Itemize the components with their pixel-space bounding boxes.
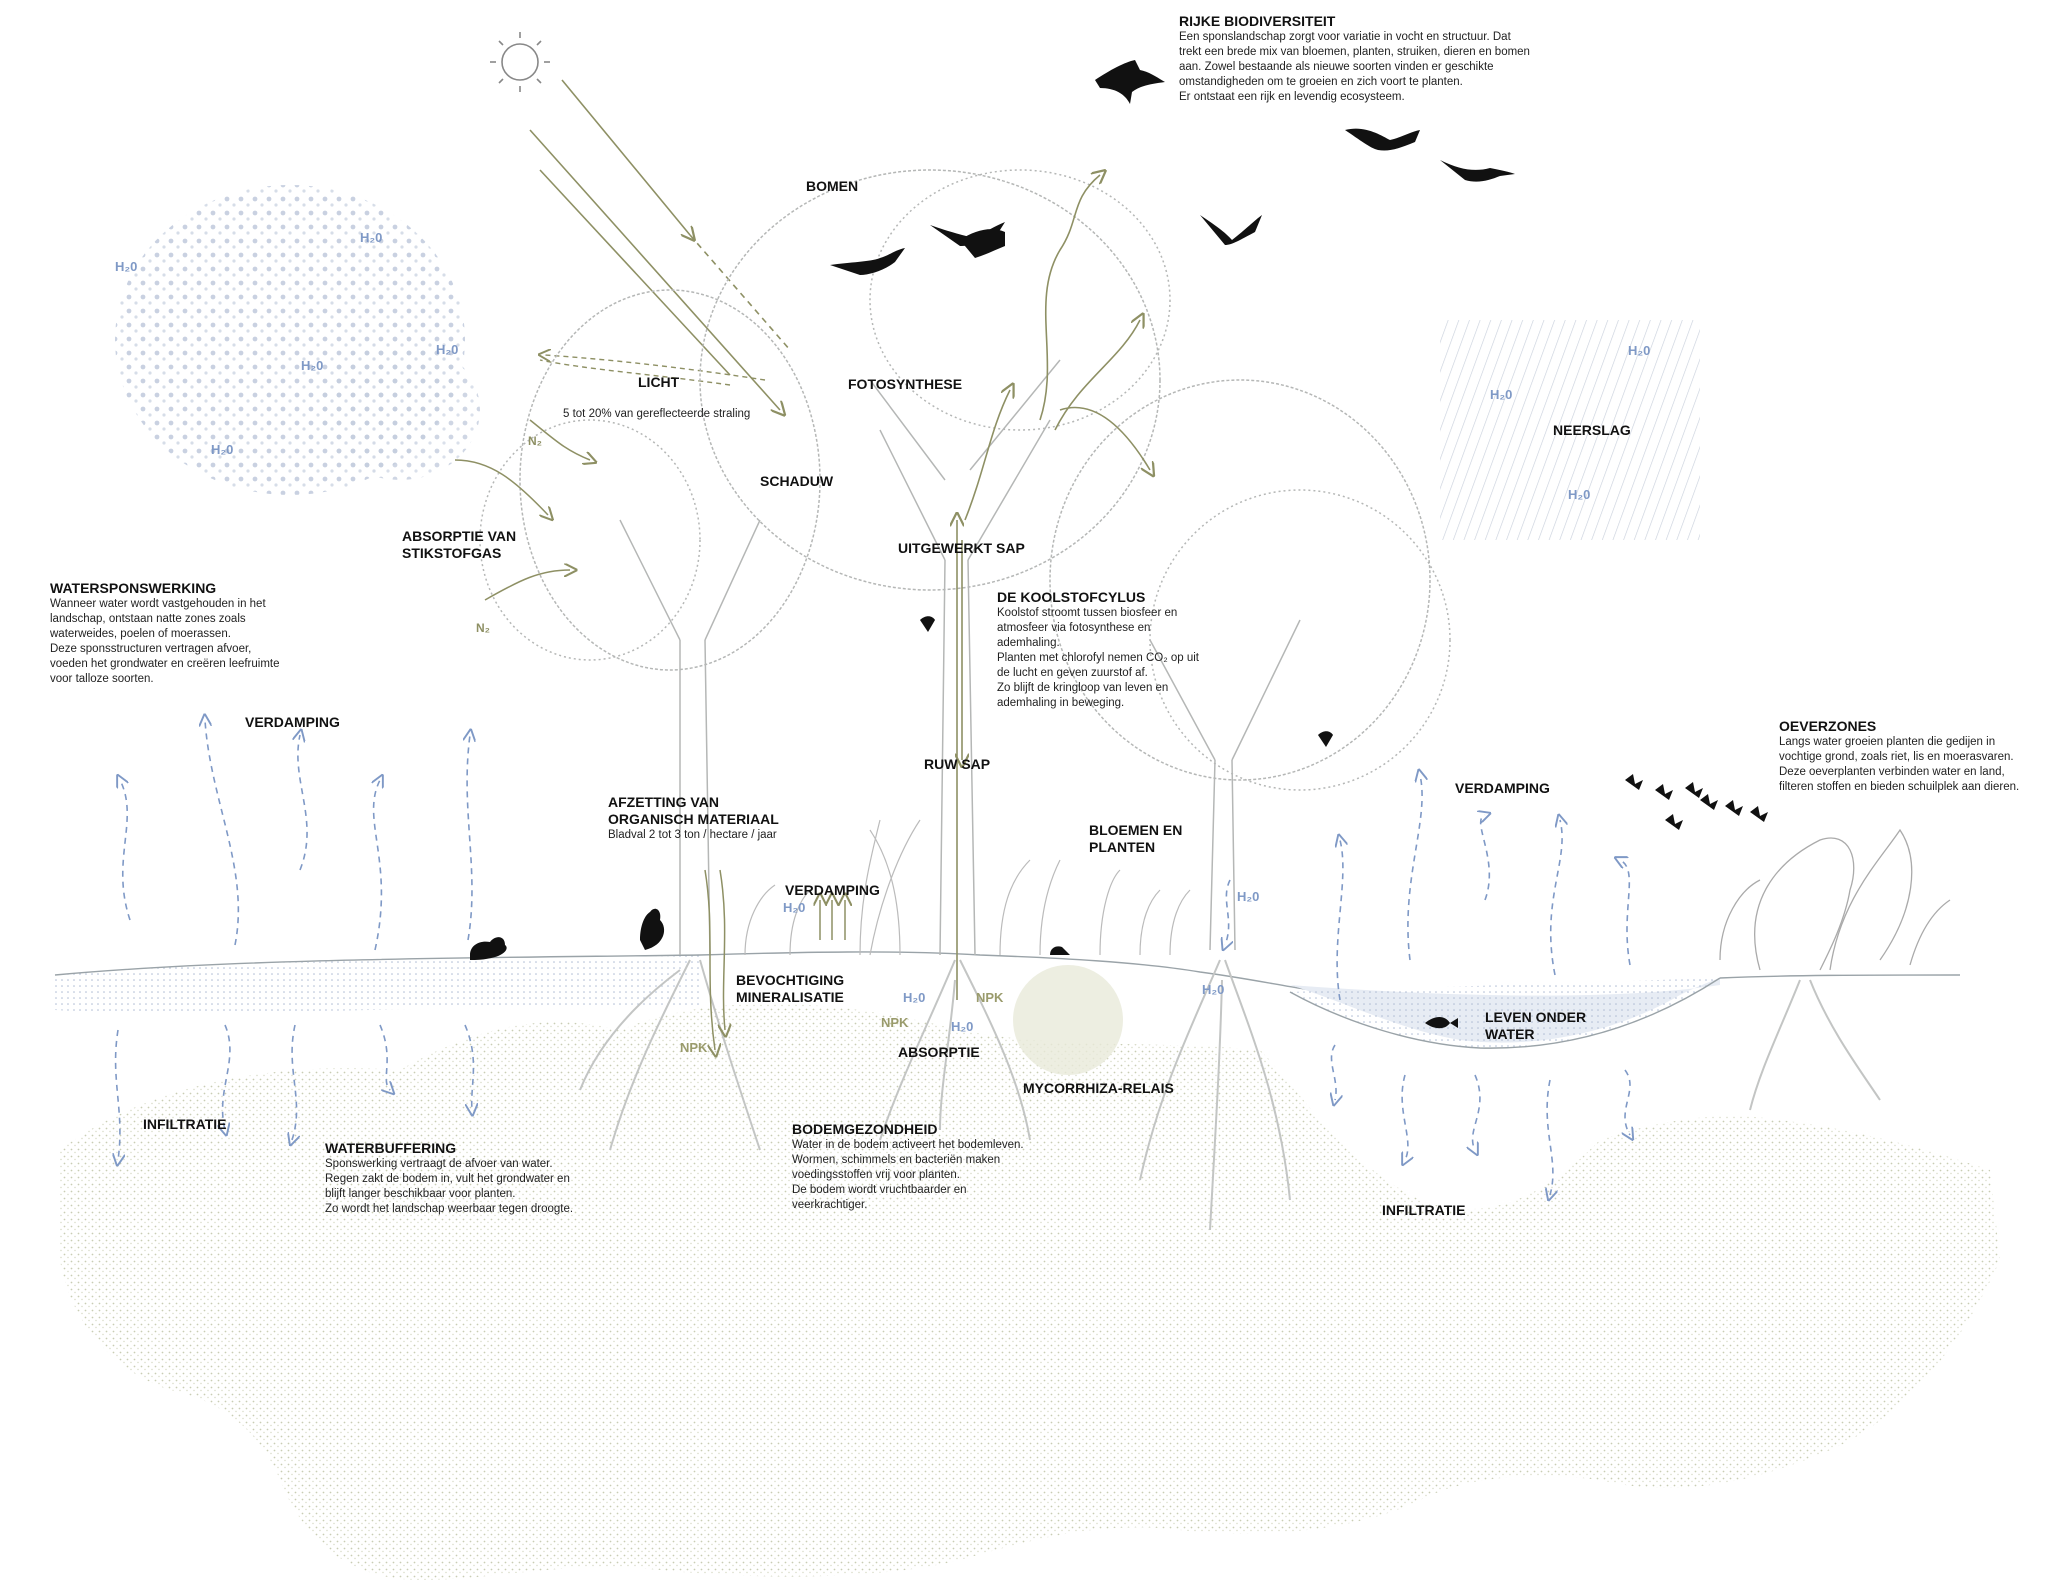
h2o-marker: H₂0: [1568, 487, 1591, 502]
block-koolstofcyclus-text: Koolstof stroomt tussen biosfeer en atmo…: [997, 607, 1199, 709]
h2o-marker: H₂0: [436, 342, 459, 357]
block-bodemgezondheid-title: BODEMGEZONDHEID: [792, 1121, 938, 1137]
npk-marker: NPK: [680, 1040, 708, 1055]
label-ruw-sap: RUW SAP: [924, 756, 991, 772]
block-afzetting: AFZETTING VAN ORGANISCH MATERIAAL Bladva…: [608, 794, 868, 843]
label-reflect: 5 tot 20% van gereflecteerde straling: [563, 408, 751, 420]
block-biodiversiteit-title: RIJKE BIODIVERSITEIT: [1179, 13, 1336, 29]
h2o-marker: H₂0: [951, 1019, 974, 1034]
h2o-marker: H₂0: [1490, 387, 1513, 402]
label-verdamping-mid: VERDAMPING: [785, 882, 880, 898]
label-schaduw: SCHADUW: [760, 473, 834, 489]
block-oeverzones: OEVERZONES Langs water groeien planten d…: [1779, 718, 2049, 795]
label-licht: LICHT: [638, 374, 680, 390]
block-watersponswerking-text: Wanneer water wordt vastgehouden in het …: [50, 598, 280, 685]
block-koolstofcyclus-title: DE KOOLSTOFCYLUS: [997, 589, 1146, 605]
block-koolstofcyclus: DE KOOLSTOFCYLUS Koolstof stroomt tussen…: [997, 589, 1257, 711]
h2o-marker: H₂0: [1202, 982, 1225, 997]
h2o-marker: H₂0: [1628, 343, 1651, 358]
block-afzetting-text: Bladval 2 tot 3 ton / hectare / jaar: [608, 829, 777, 841]
block-bodemgezondheid-text: Water in de bodem activeert het bodemlev…: [792, 1139, 1024, 1211]
h2o-marker: H₂0: [211, 442, 234, 457]
label-absorptie-stikstof: ABSORPTIE VAN STIKSTOFGAS: [402, 528, 517, 561]
block-biodiversiteit: RIJKE BIODIVERSITEIT Een sponslandschap …: [1179, 13, 1619, 105]
block-watersponswerking-title: WATERSPONSWERKING: [50, 580, 217, 596]
block-biodiversiteit-text: Een sponslandschap zorgt voor variatie i…: [1179, 31, 1530, 103]
h2o-marker: H₂0: [783, 900, 806, 915]
label-bevochtiging: BEVOCHTIGING MINERALISATIE: [736, 972, 845, 1005]
block-waterbuffering-text: Sponswerking vertraagt de afvoer van wat…: [325, 1158, 574, 1215]
soil-mass: [60, 1003, 2000, 1580]
block-oeverzones-text: Langs water groeien planten die gedijen …: [1779, 736, 2020, 793]
block-bodemgezondheid: BODEMGEZONDHEID Water in de bodem active…: [792, 1121, 1072, 1213]
block-waterbuffering: WATERBUFFERING Sponswerking vertraagt de…: [325, 1140, 645, 1217]
rain-area: [1440, 320, 1700, 540]
mycorrhiza-zone: [1013, 965, 1123, 1075]
block-waterbuffering-title: WATERBUFFERING: [325, 1140, 457, 1156]
label-infiltratie-right: INFILTRATIE: [1382, 1202, 1466, 1218]
trees: [479, 169, 1451, 956]
label-bomen: BOMEN: [806, 178, 859, 194]
understory-plants: [744, 819, 1191, 956]
label-neerslag: NEERSLAG: [1553, 422, 1631, 438]
block-watersponswerking: WATERSPONSWERKING Wanneer water wordt va…: [50, 580, 350, 687]
n2-marker: N₂: [528, 434, 542, 448]
label-absorptie: ABSORPTIE: [898, 1044, 980, 1060]
h2o-marker: H₂0: [115, 259, 138, 274]
label-verdamping-left: VERDAMPING: [245, 714, 340, 730]
pond-left: [55, 955, 700, 1013]
label-mycorrhiza: MYCORRHIZA-RELAIS: [1023, 1080, 1174, 1096]
label-uitgewerkt-sap: UITGEWERKT SAP: [898, 540, 1025, 556]
block-oeverzones-title: OEVERZONES: [1779, 718, 1877, 734]
h2o-marker: H₂0: [1237, 889, 1260, 904]
sun-icon: [490, 32, 550, 92]
label-infiltratie-left: INFILTRATIE: [143, 1116, 227, 1132]
h2o-marker: H₂0: [301, 358, 324, 373]
roots: [579, 959, 1881, 1231]
npk-marker: NPK: [881, 1015, 909, 1030]
label-fotosynthese: FOTOSYNTHESE: [848, 376, 963, 392]
h2o-marker: H₂0: [360, 230, 383, 245]
bird-icons: [830, 60, 1768, 830]
h2o-marker: H₂0: [903, 990, 926, 1005]
ground-line: [54, 951, 1331, 993]
npk-marker: NPK: [976, 990, 1004, 1005]
block-afzetting-title: AFZETTING VAN ORGANISCH MATERIAAL: [608, 794, 779, 827]
bank-plants: [1719, 828, 1951, 971]
label-bloemen-planten: BLOEMEN EN PLANTEN: [1089, 822, 1183, 855]
duck-icons: [470, 908, 1070, 960]
label-verdamping-right: VERDAMPING: [1455, 780, 1550, 796]
label-leven-onder-water: LEVEN ONDER WATER: [1485, 1009, 1587, 1042]
fish-icon: [1425, 1017, 1458, 1029]
n2-marker: N₂: [476, 621, 490, 635]
